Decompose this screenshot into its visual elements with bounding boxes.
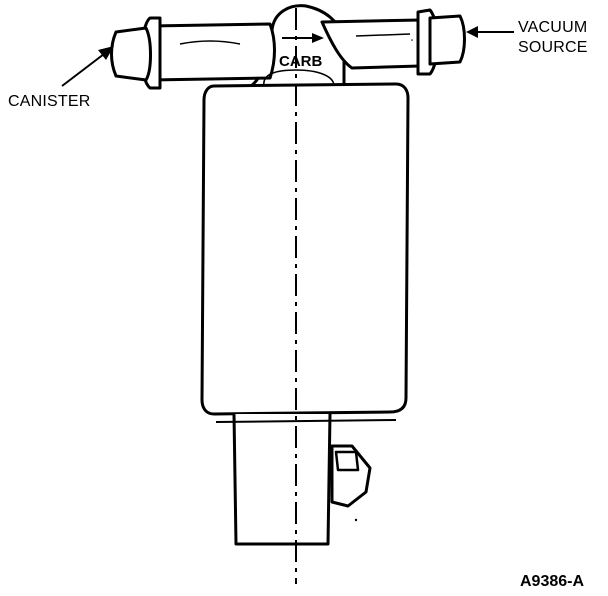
speck [411,39,413,41]
canister-port-body [148,22,276,82]
vacuum-leader-arrow [466,26,514,38]
port-inner-line-left [179,40,241,45]
canister-port-nipple [110,26,152,82]
body-lower-lip [215,419,397,423]
canister-leader-arrow [61,46,114,87]
carb-flow-arrow [282,33,324,43]
vacuum-label-line1: VACUUM [518,19,587,36]
speck [354,518,358,522]
vacuum-port-nipple [428,14,466,66]
vacuum-port-body [320,18,422,70]
connector-latch-ridge [334,450,360,472]
port-inner-line-right [355,33,411,37]
carb-label: CARB [279,53,322,70]
canister-label: CANISTER [8,93,91,110]
solenoid-body [200,82,410,416]
housing-seam [263,69,335,87]
vacuum-label-line2: SOURCE [518,39,588,56]
figure-id: A9386-A [520,573,584,590]
connector-housing [232,412,332,546]
